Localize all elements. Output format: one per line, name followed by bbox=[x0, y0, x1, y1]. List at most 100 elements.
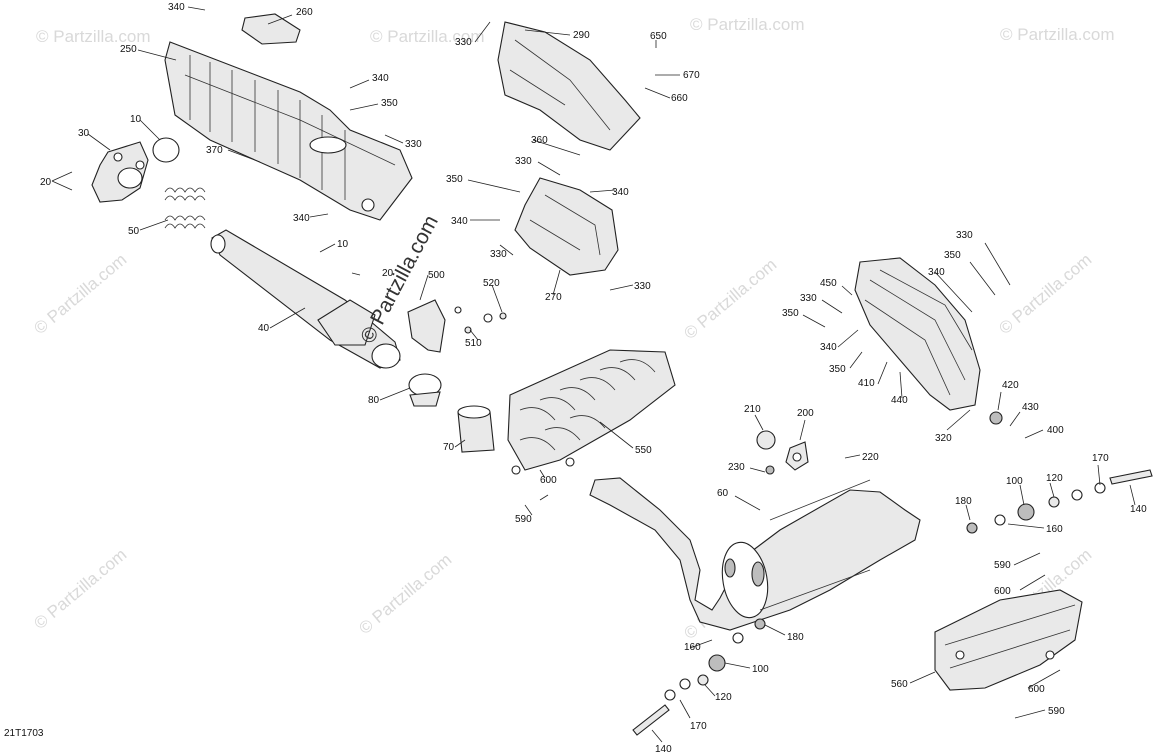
callout-label: 170 bbox=[1092, 453, 1109, 464]
callout-label: 100 bbox=[752, 664, 769, 675]
drawing-code: 21T1703 bbox=[4, 728, 44, 739]
heat-shield-560[interactable] bbox=[934, 589, 1083, 691]
callout-label: 140 bbox=[1130, 504, 1147, 515]
clamp-80[interactable] bbox=[408, 373, 442, 407]
bracket-200[interactable] bbox=[785, 441, 809, 471]
callout-label: 600 bbox=[1028, 684, 1045, 695]
callout-label: 410 bbox=[858, 378, 875, 389]
callout-label: 160 bbox=[684, 642, 701, 653]
bracket-plate-260[interactable] bbox=[241, 13, 301, 45]
callout-label: 230 bbox=[728, 462, 745, 473]
watermark-text: © Partzilla.com bbox=[36, 27, 151, 46]
bracket-500[interactable] bbox=[407, 299, 446, 353]
heat-shield-320[interactable] bbox=[854, 257, 981, 411]
callout-label: 340 bbox=[451, 216, 468, 227]
callout-label: 10 bbox=[337, 239, 349, 250]
callout-label: 550 bbox=[635, 445, 652, 456]
callout-label: 60 bbox=[717, 488, 729, 499]
exhaust-pipe-40[interactable] bbox=[210, 229, 401, 369]
watermark-text: © Partzilla.com bbox=[355, 550, 455, 638]
callout-label: 670 bbox=[683, 70, 700, 81]
callout-label: 340 bbox=[372, 73, 389, 84]
callout-label: 340 bbox=[928, 267, 945, 278]
callout-label: 170 bbox=[690, 721, 707, 732]
callout-label: 330 bbox=[515, 156, 532, 167]
callout-label: 330 bbox=[800, 293, 817, 304]
callout-label: 180 bbox=[955, 496, 972, 507]
callout-label: 10 bbox=[130, 114, 142, 125]
callout-label: 430 bbox=[1022, 402, 1039, 413]
watermark-text: © Partzilla.com bbox=[1000, 25, 1115, 44]
springs-50[interactable] bbox=[164, 187, 206, 229]
callout-label: 510 bbox=[465, 338, 482, 349]
callout-label: 330 bbox=[455, 37, 472, 48]
watermark-text: © Partzilla.com bbox=[30, 545, 130, 633]
grommet-210[interactable] bbox=[756, 430, 776, 450]
callout-label: 660 bbox=[671, 93, 688, 104]
heat-shield-250[interactable] bbox=[164, 41, 413, 221]
watermark-text: © Partzilla.com bbox=[680, 255, 780, 343]
heat-shield-550[interactable] bbox=[507, 349, 676, 471]
callout-label: 20 bbox=[40, 177, 52, 188]
callout-label: 420 bbox=[1002, 380, 1019, 391]
callout-label: 650 bbox=[650, 31, 667, 42]
callout-label: 340 bbox=[293, 213, 310, 224]
callout-label: 350 bbox=[782, 308, 799, 319]
callout-label: 330 bbox=[634, 281, 651, 292]
callout-label: 220 bbox=[862, 452, 879, 463]
callout-label: 320 bbox=[935, 433, 952, 444]
watermark-text: © Partzilla.com bbox=[690, 15, 805, 34]
callout-label: 350 bbox=[829, 364, 846, 375]
callout-label: 120 bbox=[1046, 473, 1063, 484]
callout-label: 350 bbox=[381, 98, 398, 109]
callout-label: 120 bbox=[715, 692, 732, 703]
heat-shield-270[interactable] bbox=[514, 177, 619, 276]
fasteners bbox=[454, 306, 1153, 736]
callout-label: 330 bbox=[405, 139, 422, 150]
leader-lines bbox=[51, 6, 1136, 743]
callout-label: 200 bbox=[797, 408, 814, 419]
callout-label: 160 bbox=[1046, 524, 1063, 535]
callout-label: 290 bbox=[573, 30, 590, 41]
sleeve-70[interactable] bbox=[457, 405, 495, 453]
callout-label: 350 bbox=[944, 250, 961, 261]
watermark-text: © Partzilla.com bbox=[370, 27, 485, 46]
callout-label: 600 bbox=[540, 475, 557, 486]
exhaust-flange-30[interactable] bbox=[91, 141, 149, 203]
callout-labels: 340 260 250 340 350 330 10 30 370 20 340… bbox=[40, 2, 1147, 755]
callout-label: 330 bbox=[490, 249, 507, 260]
callout-label: 70 bbox=[443, 442, 455, 453]
callout-label: 80 bbox=[368, 395, 380, 406]
callout-label: 360 bbox=[531, 135, 548, 146]
callout-label: 370 bbox=[206, 145, 223, 156]
callout-label: 560 bbox=[891, 679, 908, 690]
callout-label: 210 bbox=[744, 404, 761, 415]
callout-label: 520 bbox=[483, 278, 500, 289]
callout-label: 340 bbox=[820, 342, 837, 353]
callout-label: 440 bbox=[891, 395, 908, 406]
callout-label: 590 bbox=[994, 560, 1011, 571]
callout-label: 180 bbox=[787, 632, 804, 643]
callout-label: 270 bbox=[545, 292, 562, 303]
heat-shield-290[interactable] bbox=[497, 21, 641, 151]
callout-label: 340 bbox=[168, 2, 185, 13]
callout-label: 20 bbox=[382, 268, 394, 279]
watermark-text: © Partzilla.com bbox=[30, 250, 130, 338]
watermark-text: © Partzilla.com bbox=[995, 250, 1095, 338]
callout-label: 400 bbox=[1047, 425, 1064, 436]
callout-label: 500 bbox=[428, 270, 445, 281]
callout-label: 590 bbox=[1048, 706, 1065, 717]
callout-label: 100 bbox=[1006, 476, 1023, 487]
callout-label: 450 bbox=[820, 278, 837, 289]
callout-label: 590 bbox=[515, 514, 532, 525]
gasket-10[interactable] bbox=[152, 137, 180, 163]
callout-label: 350 bbox=[446, 174, 463, 185]
callout-label: 140 bbox=[655, 744, 672, 755]
callout-label: 250 bbox=[120, 44, 137, 55]
callout-label: 330 bbox=[956, 230, 973, 241]
callout-label: 600 bbox=[994, 586, 1011, 597]
muffler-60[interactable] bbox=[589, 477, 921, 631]
callout-label: 260 bbox=[296, 7, 313, 18]
callout-label: 50 bbox=[128, 226, 140, 237]
